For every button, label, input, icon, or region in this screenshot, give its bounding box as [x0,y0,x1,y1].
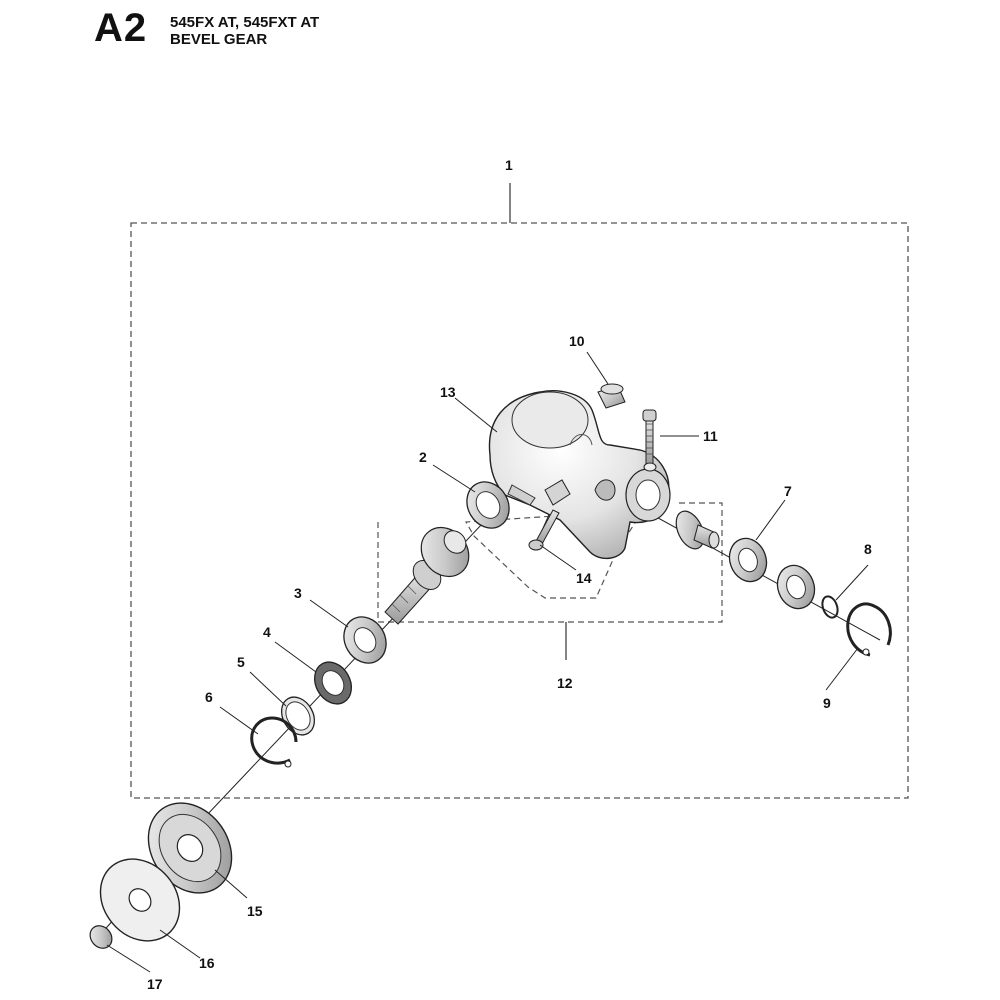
callout-11: 11 [703,428,718,444]
callout-13: 13 [440,384,456,400]
pinion-gear[interactable] [671,507,720,553]
callout-3: 3 [294,585,302,601]
section-code: A2 [94,6,148,50]
support-cup-part-15[interactable] [131,787,248,909]
seal-part-4[interactable] [307,655,358,710]
callout-16: 16 [199,955,215,971]
bolt-part-14[interactable] [528,479,571,551]
callout-7: 7 [784,483,792,499]
washer-part-5[interactable] [275,691,321,741]
bevel-gear-shaft[interactable] [384,518,479,625]
callout-2: 2 [419,449,427,465]
callout-12: 12 [557,675,573,691]
washer-part-16[interactable] [84,843,196,957]
callout-9: 9 [823,695,831,711]
gear-housing-part-13[interactable] [488,390,671,559]
circlip-part-9[interactable] [846,602,892,657]
callout-8: 8 [864,541,872,557]
callout-1: 1 [505,157,513,173]
callout-labels: 1 2 3 4 5 6 7 8 9 10 11 12 13 14 15 16 1… [147,157,872,992]
assembly-title: BEVEL GEAR [170,31,268,48]
ring-part-8[interactable] [820,594,841,619]
bearing-right[interactable] [772,560,821,614]
model-names: 545FX AT, 545FXT AT [170,14,320,31]
callout-15: 15 [247,903,263,919]
callout-10: 10 [569,333,585,349]
circlip-part-6[interactable] [250,716,298,768]
assembly-boundary-1 [130,183,909,799]
callout-14: 14 [576,570,592,586]
callout-6: 6 [205,689,213,705]
subassembly-boundary-12 [377,502,723,660]
bearing-part-2[interactable] [459,474,518,536]
screw-part-11[interactable] [642,409,657,472]
plug-screw-part-10[interactable] [597,383,626,409]
bearing-part-3[interactable] [336,609,395,671]
callout-17: 17 [147,976,163,992]
leader-lines [106,351,869,973]
callout-5: 5 [237,654,245,670]
bearing-part-7[interactable] [724,533,773,587]
callout-4: 4 [263,624,271,640]
